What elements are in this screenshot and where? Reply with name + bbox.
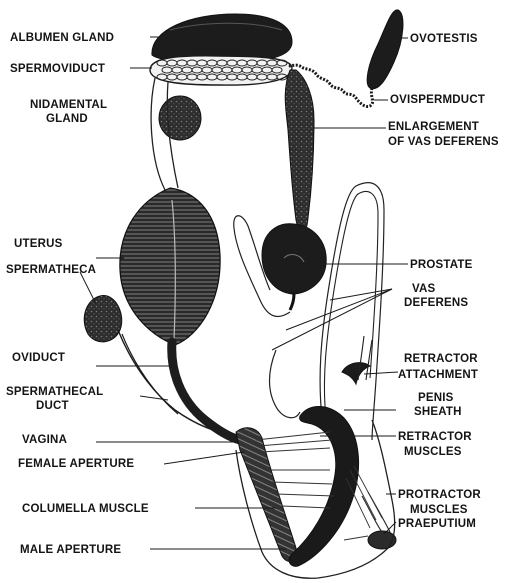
label-ovotestis: OVOTESTIS <box>410 33 478 45</box>
label-enlargement-1: ENLARGEMENT <box>388 121 479 133</box>
label-penis-sheath-2: SHEATH <box>414 406 462 418</box>
label-vagina: VAGINA <box>22 434 67 446</box>
label-retractor-attachment-2: ATTACHMENT <box>398 369 478 381</box>
label-uterus: UTERUS <box>14 238 63 250</box>
uterus-shape <box>120 188 220 345</box>
label-spermoviduct: SPERMOVIDUCT <box>10 63 105 75</box>
label-male-aperture: MALE APERTURE <box>20 544 121 556</box>
nidamental-gland-shape <box>159 96 201 140</box>
spermatheca-shape <box>84 296 122 342</box>
label-vas-deferens-1: VAS <box>412 283 436 295</box>
label-protractor-muscles-1: PROTRACTOR <box>398 489 481 501</box>
penis-sheath-shape <box>289 406 358 566</box>
label-nidamental-gland-1: NIDAMENTAL <box>30 99 107 111</box>
label-oviduct: OVIDUCT <box>12 352 65 364</box>
label-nidamental-gland-2: GLAND <box>46 113 88 125</box>
label-penis-sheath-1: PENIS <box>418 392 454 404</box>
label-spermathecal-duct-1: SPERMATHECAL <box>6 386 103 398</box>
label-enlargement-2: OF VAS DEFERENS <box>388 136 499 148</box>
label-praeputium: PRAEPUTIUM <box>398 518 476 530</box>
retractor-attachment-shape <box>342 363 370 384</box>
prostate-shape <box>262 224 326 294</box>
label-female-aperture: FEMALE APERTURE <box>18 458 134 470</box>
label-retractor-attachment-1: RETRACTOR <box>404 353 478 365</box>
label-spermatheca: SPERMATHECA <box>6 264 96 276</box>
label-albumen-gland: ALBUMEN GLAND <box>10 32 114 44</box>
label-retractor-muscles-1: RETRACTOR <box>398 431 472 443</box>
label-prostate: PROSTATE <box>410 259 473 271</box>
oviduct-shape <box>172 342 240 440</box>
label-retractor-muscles-2: MUSCLES <box>404 446 462 458</box>
label-spermathecal-duct-2: DUCT <box>36 400 69 412</box>
vas-deferens-enlargement-shape <box>285 70 314 233</box>
ovotestis-shape <box>367 10 403 89</box>
label-ovispermduct: OVISPERMDUCT <box>390 94 485 106</box>
label-columella-muscle: COLUMELLA MUSCLE <box>22 503 149 515</box>
label-protractor-muscles-2: MUSCLES <box>410 504 468 516</box>
label-vas-deferens-2: DEFERENS <box>404 297 468 309</box>
albumen-gland-shape <box>152 14 292 62</box>
